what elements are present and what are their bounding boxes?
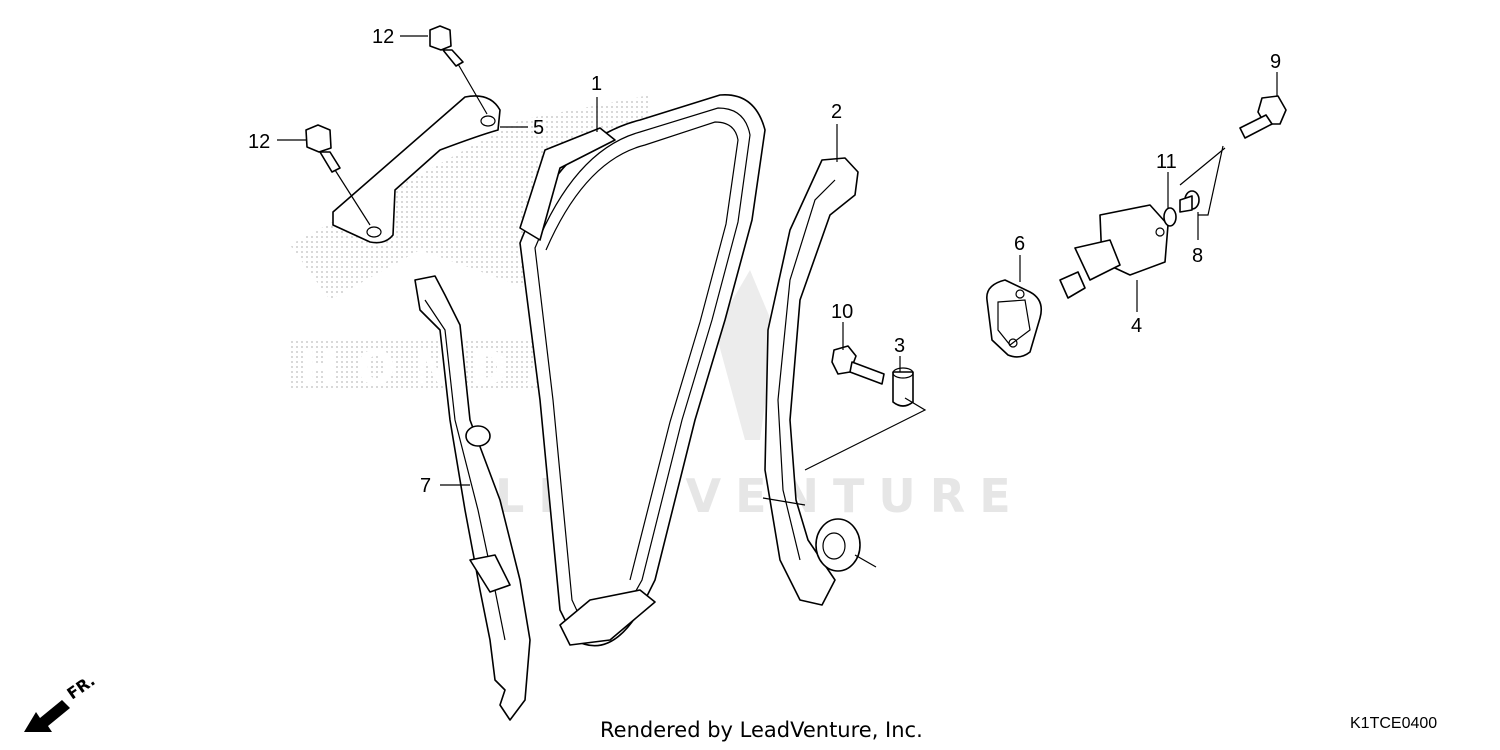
part-11-washer — [1163, 207, 1177, 227]
callout-7: 7 — [420, 475, 431, 497]
part-5-plate — [332, 95, 501, 244]
part-2-tensioner-arm — [764, 157, 861, 606]
part-7-guide — [414, 275, 531, 721]
callout-12-left: 12 — [248, 131, 270, 153]
callout-12-upper: 12 — [372, 26, 394, 48]
callout-11: 11 — [1156, 151, 1177, 173]
callout-2: 2 — [831, 101, 842, 123]
footer-credit: Rendered by LeadVenture, Inc. — [600, 718, 923, 742]
callout-6: 6 — [1014, 233, 1025, 255]
part-4-tensioner-lifter — [1059, 204, 1169, 299]
part-8-bolt — [1179, 190, 1200, 213]
bolt-12-left — [305, 124, 371, 226]
assembly-lines — [762, 397, 927, 568]
callouts: 12 12 5 1 2 6 4 10 3 11 8 9 7 — [248, 26, 1281, 497]
part-1-cam-chain — [519, 94, 766, 647]
leader-lines — [277, 35, 1278, 486]
part-10-bolt — [831, 345, 885, 385]
callout-8: 8 — [1192, 245, 1203, 267]
direction-label: FR. — [63, 671, 98, 704]
wing-logo-icon — [715, 270, 775, 440]
bolt-12-upper — [429, 25, 488, 115]
watermark-brand: HONDA — [300, 341, 580, 395]
callout-9: 9 — [1270, 51, 1281, 73]
callout-1: 1 — [591, 73, 602, 95]
callout-3: 3 — [894, 335, 905, 357]
callout-4: 4 — [1131, 315, 1142, 337]
part-9-bolt — [1179, 95, 1287, 216]
arrow-down-left-icon: FR. — [24, 671, 99, 732]
callout-5: 5 — [533, 117, 544, 139]
callout-10: 10 — [831, 301, 853, 323]
part-3-collar — [892, 367, 914, 407]
part-6-gasket — [986, 279, 1043, 358]
diagram-code: K1TCE0400 — [1350, 715, 1438, 732]
